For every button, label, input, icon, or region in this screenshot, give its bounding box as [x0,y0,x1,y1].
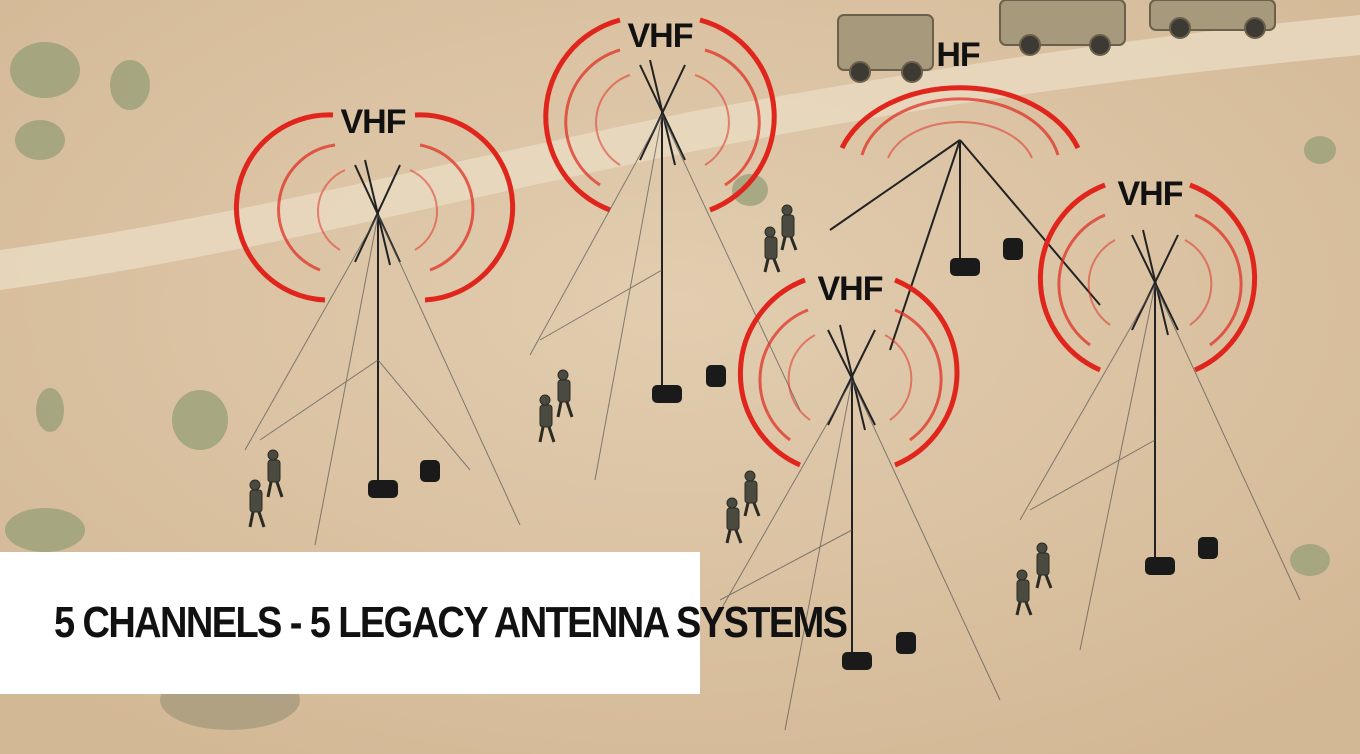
shrub-icon [5,42,1336,730]
antenna-band-label: VHF [1118,175,1183,213]
radio-pack-icon [950,258,980,276]
radio-pack-icon [842,652,872,670]
radio-pack-icon [1145,557,1175,575]
radio-pack-icon [368,480,398,498]
antenna-band-label: VHF [628,17,693,55]
signal-arcs-icon [737,277,960,468]
antenna-vhf-2: VHF [529,17,801,481]
antenna-band-label: HF [936,36,980,74]
antenna-vhf-5: VHF [1019,175,1301,651]
antenna-mast-icon [1131,229,1179,560]
caption-banner: 5 CHANNELS - 5 LEGACY ANTENNA SYSTEMS [0,552,848,694]
radio-pack-icon [652,385,682,403]
antenna-mast-icon [829,139,1101,351]
signal-arcs-icon [839,85,1081,159]
soldier-icon [248,204,1053,616]
antenna-hf-3: HF [829,36,1101,351]
vehicle-icon [837,0,1276,83]
signal-arcs-icon [543,17,777,213]
antenna-vhf-4: VHF [714,270,1001,731]
antenna-vhf-1: VHF [233,103,521,546]
antenna-band-label: VHF [818,270,883,308]
antenna-mast-icon [639,59,686,385]
antenna-band-label: VHF [341,103,406,141]
caption-title: 5 CHANNELS - 5 LEGACY ANTENNA SYSTEMS [54,598,848,648]
signal-arcs-icon [1037,182,1258,373]
signal-arcs-icon [233,112,516,303]
